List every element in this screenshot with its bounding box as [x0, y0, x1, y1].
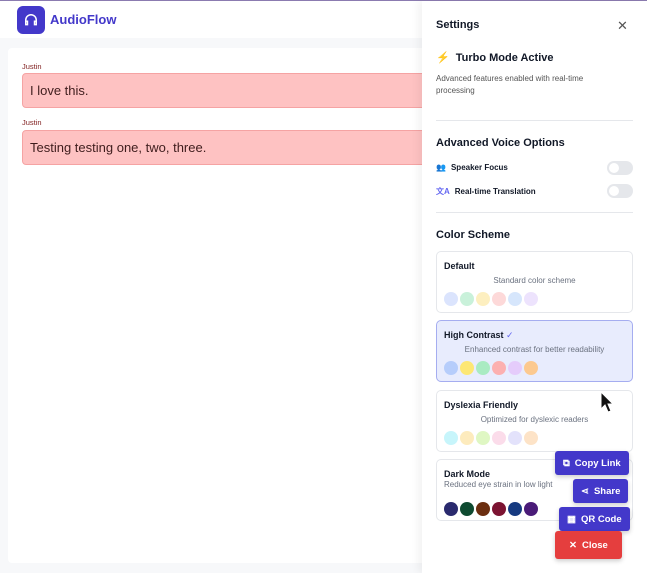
- color-swatch: [476, 361, 490, 375]
- color-swatches: [444, 502, 538, 516]
- color-swatch: [460, 431, 474, 445]
- color-swatch: [508, 431, 522, 445]
- option-label: Real-time Translation: [454, 187, 536, 196]
- window-top-border: [0, 0, 647, 1]
- copy-link-button[interactable]: ⧉ Copy Link: [555, 451, 629, 475]
- qr-code-button[interactable]: ▦ QR Code: [559, 507, 630, 531]
- scheme-description: Standard color scheme: [493, 276, 576, 285]
- users-icon: 👥: [436, 163, 446, 172]
- app-name: AudioFlow: [50, 12, 117, 27]
- check-icon: ✓: [506, 330, 514, 340]
- scheme-name: Dyslexia Friendly: [444, 400, 519, 410]
- scheme-description: Reduced eye strain in low light: [444, 480, 553, 489]
- color-scheme-option[interactable]: High Contrast ✓ Enhanced contrast for bet…: [436, 320, 633, 382]
- scheme-description: Optimized for dyslexic readers: [480, 415, 589, 424]
- option-label: Speaker Focus: [450, 163, 508, 172]
- color-swatch: [508, 502, 522, 516]
- color-swatch: [460, 502, 474, 516]
- color-swatches: [444, 292, 538, 306]
- color-swatch: [460, 361, 474, 375]
- copy-icon: ⧉: [563, 457, 570, 469]
- color-swatch: [524, 502, 538, 516]
- scheme-name: High Contrast ✓: [444, 330, 514, 340]
- color-swatch: [444, 431, 458, 445]
- close-icon: ✕: [569, 539, 577, 551]
- close-button[interactable]: ✕ Close: [555, 531, 622, 559]
- turbo-mode-heading: ⚡ Turbo Mode Active: [436, 51, 554, 65]
- color-swatch: [524, 431, 538, 445]
- color-swatch: [492, 292, 506, 306]
- scheme-name: Default: [444, 261, 475, 271]
- message-bubble: Testing testing one, two, three.: [22, 130, 442, 165]
- qr-code-icon: ▦: [567, 513, 576, 525]
- translate-icon: 文A: [436, 187, 450, 196]
- color-swatch: [492, 361, 506, 375]
- color-swatch: [508, 292, 522, 306]
- qr-code-label: QR Code: [580, 513, 622, 525]
- close-icon[interactable]: ✕: [617, 18, 628, 33]
- divider: [436, 212, 633, 213]
- mouse-cursor-icon: [600, 391, 614, 413]
- share-button[interactable]: ⋖ Share: [573, 479, 629, 503]
- color-swatch: [444, 292, 458, 306]
- speaker-label: Justin: [22, 118, 42, 127]
- color-scheme-title: Color Scheme: [436, 229, 510, 241]
- color-swatch: [476, 292, 490, 306]
- scheme-description: Enhanced contrast for better readability: [464, 345, 605, 354]
- translation-toggle[interactable]: [607, 184, 633, 198]
- voice-options-title: Advanced Voice Options: [436, 137, 565, 149]
- color-swatch: [476, 431, 490, 445]
- message-bubble: I love this.: [22, 73, 442, 108]
- divider: [436, 120, 633, 121]
- translation-option: 文A Real-time Translation: [436, 186, 536, 197]
- color-swatch: [460, 292, 474, 306]
- color-swatch: [444, 502, 458, 516]
- color-swatch: [492, 431, 506, 445]
- color-swatches: [444, 431, 538, 445]
- color-swatches: [444, 361, 538, 375]
- transcript-card: [8, 48, 438, 563]
- headphones-icon: [17, 6, 45, 34]
- settings-title: Settings: [436, 19, 480, 31]
- share-icon: ⋖: [581, 485, 589, 497]
- color-swatch: [444, 361, 458, 375]
- speaker-focus-toggle[interactable]: [607, 161, 633, 175]
- speaker-focus-option: 👥 Speaker Focus: [436, 163, 508, 172]
- lightning-icon: ⚡: [436, 52, 450, 64]
- turbo-description: Advanced features enabled with real-time…: [436, 74, 584, 95]
- scheme-name: Dark Mode: [444, 469, 491, 479]
- turbo-title: Turbo Mode Active: [455, 51, 554, 64]
- color-swatch: [476, 502, 490, 516]
- color-swatch: [492, 502, 506, 516]
- share-label: Share: [593, 485, 621, 497]
- color-swatch: [508, 361, 522, 375]
- copy-link-label: Copy Link: [574, 457, 621, 469]
- color-swatch: [524, 361, 538, 375]
- color-swatch: [524, 292, 538, 306]
- close-label: Close: [581, 539, 608, 551]
- speaker-label: Justin: [22, 62, 42, 71]
